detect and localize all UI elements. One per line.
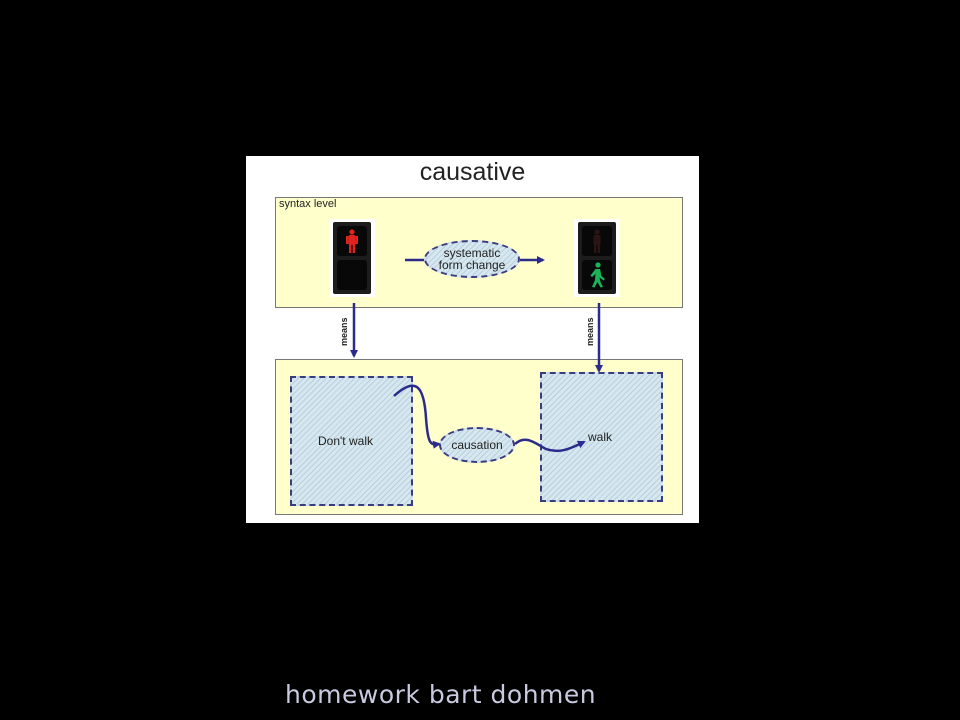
causation-arrow-in <box>393 384 441 449</box>
dim-pedestrian-icon <box>593 229 601 253</box>
dont-walk-concept-label: Don't walk <box>318 434 373 448</box>
syntax-level-label: syntax level <box>279 198 337 210</box>
causation-node: causation <box>439 427 515 463</box>
red-pedestrian-icon <box>346 229 358 253</box>
green-pedestrian-icon <box>590 262 605 288</box>
red-signal-lamp <box>337 226 367 256</box>
means-label-right: means <box>585 317 595 346</box>
diagram-slide: causative syntax level <box>246 156 699 523</box>
walk-concept-box: walk <box>540 372 663 502</box>
walk-concept-label: walk <box>588 430 613 444</box>
green-signal-lamp-off <box>337 260 367 290</box>
red-signal-lamp-off <box>582 226 612 256</box>
dont-walk-concept-box: Don't walk <box>290 376 413 506</box>
diagram-title: causative <box>419 158 526 186</box>
causation-label: causation <box>451 438 503 452</box>
systematic-form-change-node: systematic form change <box>424 240 520 278</box>
causation-arrow-out <box>514 438 586 453</box>
green-signal-lamp <box>582 260 612 290</box>
footer-credit: homework bart dohmen <box>285 680 597 709</box>
means-label-left: means <box>339 317 349 346</box>
dont-walk-traffic-light <box>329 219 375 297</box>
systematic-form-change-label: systematic form change <box>438 246 506 272</box>
walk-traffic-light <box>574 219 620 297</box>
diagram-arrows <box>350 256 603 453</box>
